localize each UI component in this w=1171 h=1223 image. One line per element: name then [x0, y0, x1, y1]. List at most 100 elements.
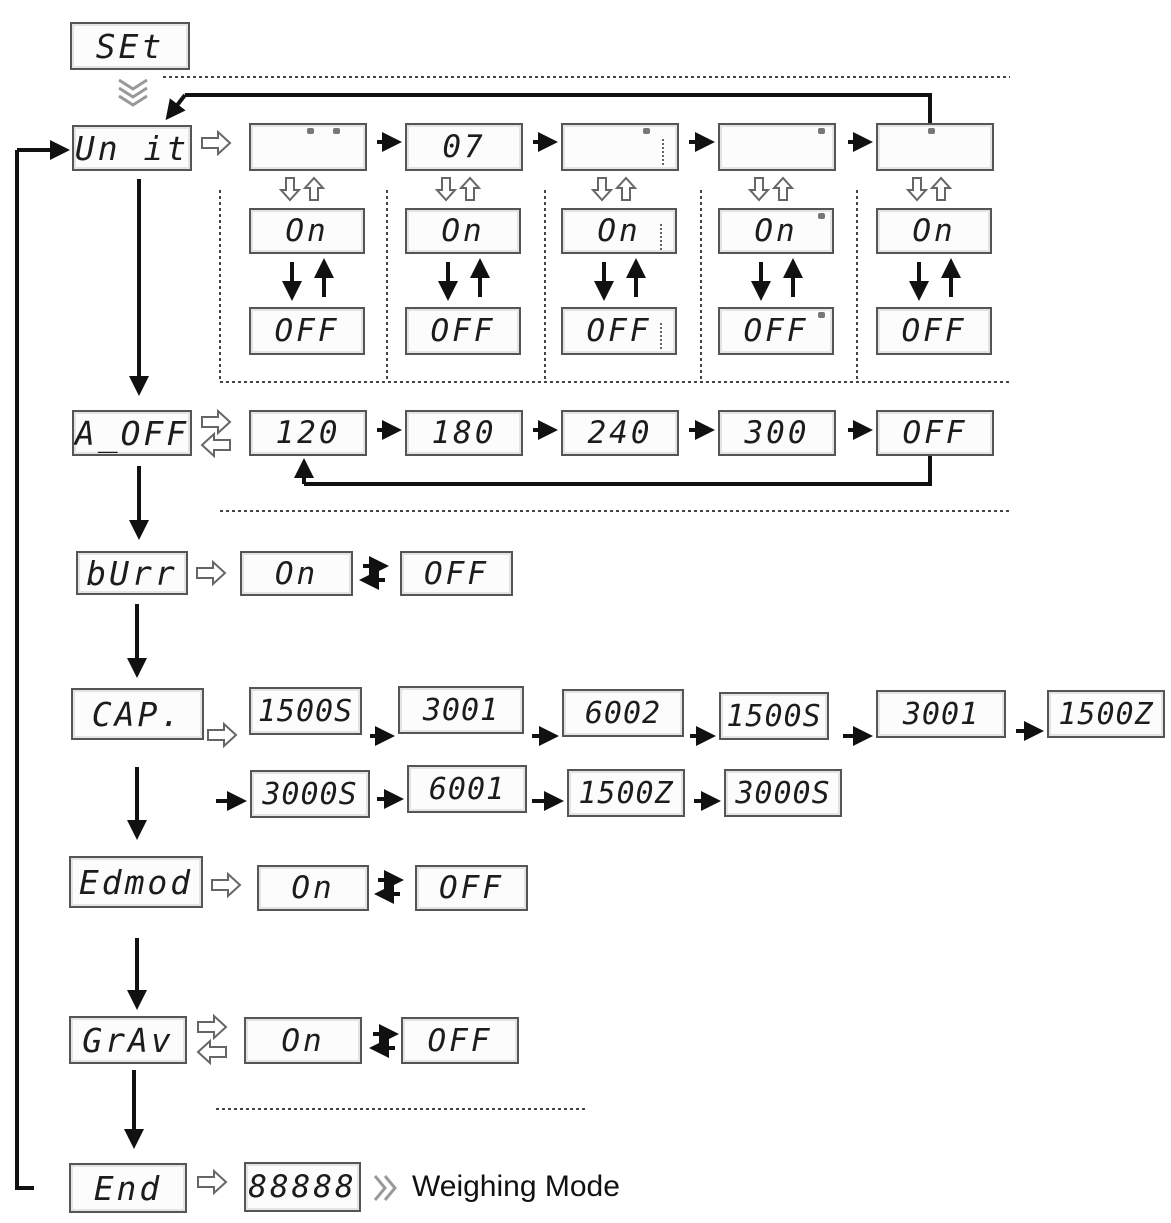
- capacity-option-7: 3000S: [250, 770, 370, 818]
- menu-unit-text: Un it: [74, 128, 190, 168]
- capacity-option-9-text: 1500Z: [578, 775, 674, 811]
- unit-display-2-text: 07: [442, 129, 486, 165]
- hollow-up-arrow-icon: [458, 176, 482, 201]
- unit-indicator-bar: [660, 323, 667, 349]
- unit-off-3: OFF: [561, 307, 677, 355]
- menu-capacity: CAP.: [71, 688, 204, 740]
- capacity-option-5: 3001: [876, 690, 1006, 738]
- menu-end: End: [69, 1163, 187, 1213]
- capacity-option-5-text: 3001: [902, 696, 980, 732]
- capacity-option-6: 1500Z: [1047, 690, 1165, 738]
- menu-grav: GrAv: [69, 1016, 187, 1064]
- capacity-option-3: 6002: [562, 689, 684, 737]
- capacity-option-10: 3000S: [724, 769, 842, 817]
- unit-on-5-text: On: [912, 213, 956, 249]
- menu-unit: Un it: [72, 125, 192, 171]
- edmod-on: On: [257, 865, 369, 911]
- hollow-down-arrow-icon: [905, 177, 929, 202]
- menu-grav-text: GrAv: [82, 1020, 174, 1060]
- chevron-down-icon: [118, 78, 148, 91]
- capacity-option-1: 1500S: [249, 687, 362, 735]
- buzzer-off: OFF: [400, 551, 513, 596]
- menu-buzzer: bUrr: [76, 551, 188, 595]
- chevron-right-icon: [373, 1175, 387, 1201]
- unit-on-1-text: On: [285, 213, 329, 249]
- end-display-text: 88888: [248, 1169, 357, 1205]
- unit-on-5: On: [876, 208, 992, 254]
- unit-off-1: OFF: [249, 307, 365, 355]
- auto-off-option-4-text: 300: [744, 415, 810, 451]
- chevron-down-icon: [118, 86, 148, 99]
- grav-on-text: On: [281, 1022, 325, 1059]
- unit-display-5: [876, 123, 994, 171]
- hollow-down-arrow-icon: [590, 177, 614, 202]
- unit-off-5: OFF: [876, 307, 992, 355]
- unit-display-2: 07: [405, 123, 523, 171]
- unit-on-2-text: On: [441, 213, 485, 249]
- capacity-option-2-text: 3001: [422, 692, 500, 728]
- chevron-right-icon: [383, 1175, 397, 1201]
- unit-indicator-bar: [660, 224, 667, 250]
- auto-off-option-2-text: 180: [431, 415, 497, 451]
- flow-line: [15, 150, 34, 1190]
- unit-off-4: OFF: [718, 307, 834, 355]
- unit-wrap-arrow: [165, 93, 187, 121]
- hollow-right-arrow-icon: [207, 721, 238, 749]
- capacity-option-4-text: 1500S: [726, 698, 822, 734]
- unit-off-1-text: OFF: [274, 313, 340, 349]
- unit-on-4: On: [718, 208, 834, 254]
- unit-on-1: On: [249, 208, 365, 254]
- unit-on-3-text: On: [597, 213, 641, 249]
- unit-off-3-text: OFF: [586, 313, 652, 349]
- hollow-up-arrow-icon: [771, 176, 795, 201]
- hollow-right-arrow-icon: [196, 559, 227, 587]
- hollow-right-arrow-icon: [201, 129, 232, 157]
- menu-auto-off: A_OFF: [72, 410, 192, 456]
- auto-off-option-5-text: OFF: [902, 415, 968, 451]
- capacity-option-10-text: 3000S: [735, 775, 831, 811]
- auto-off-option-3-text: 240: [587, 415, 653, 451]
- buzzer-on-text: On: [274, 555, 319, 592]
- buzzer-on: On: [240, 551, 353, 596]
- edmod-off-text: OFF: [439, 870, 504, 906]
- capacity-option-6-text: 1500Z: [1058, 696, 1154, 732]
- unit-off-5-text: OFF: [901, 313, 967, 349]
- unit-indicator-dot: [818, 128, 825, 134]
- hollow-down-arrow-icon: [278, 177, 302, 202]
- unit-indicator-dot: [333, 128, 340, 134]
- hollow-up-arrow-icon: [614, 176, 638, 201]
- unit-indicator-dot: [928, 128, 935, 134]
- hollow-down-arrow-icon: [747, 177, 771, 202]
- unit-on-3: On: [561, 208, 677, 254]
- menu-capacity-text: CAP.: [91, 694, 184, 734]
- grav-off: OFF: [401, 1017, 519, 1064]
- hollow-left-arrow-icon: [196, 1038, 227, 1066]
- capacity-option-4: 1500S: [719, 692, 829, 740]
- hollow-right-arrow-icon: [197, 1013, 228, 1041]
- unit-off-2-text: OFF: [430, 313, 496, 349]
- unit-off-4-text: OFF: [743, 313, 809, 349]
- edmod-on-text: On: [291, 870, 335, 906]
- capacity-option-8: 6001: [407, 765, 527, 813]
- capacity-option-7-text: 3000S: [262, 776, 358, 812]
- hollow-right-arrow-icon: [197, 1168, 228, 1196]
- end-display: 88888: [244, 1162, 361, 1212]
- capacity-option-3-text: 6002: [584, 695, 662, 731]
- capacity-option-9: 1500Z: [567, 769, 685, 817]
- unit-display-3: [561, 123, 679, 171]
- menu-auto-off-text: A_OFF: [74, 413, 190, 453]
- auto-off-option-1: 120: [249, 410, 367, 456]
- unit-indicator-bar: [662, 139, 669, 165]
- menu-end-text: End: [93, 1168, 163, 1208]
- hollow-up-arrow-icon: [302, 176, 326, 201]
- menu-edmod-text: Edmod: [78, 862, 194, 902]
- capacity-option-8-text: 6001: [428, 771, 506, 807]
- unit-indicator-dot: [818, 312, 825, 318]
- menu-set: SEt: [70, 22, 190, 70]
- unit-off-2: OFF: [405, 307, 521, 355]
- auto-off-option-3: 240: [561, 410, 679, 456]
- unit-display-4: [718, 123, 836, 171]
- hollow-down-arrow-icon: [434, 177, 458, 202]
